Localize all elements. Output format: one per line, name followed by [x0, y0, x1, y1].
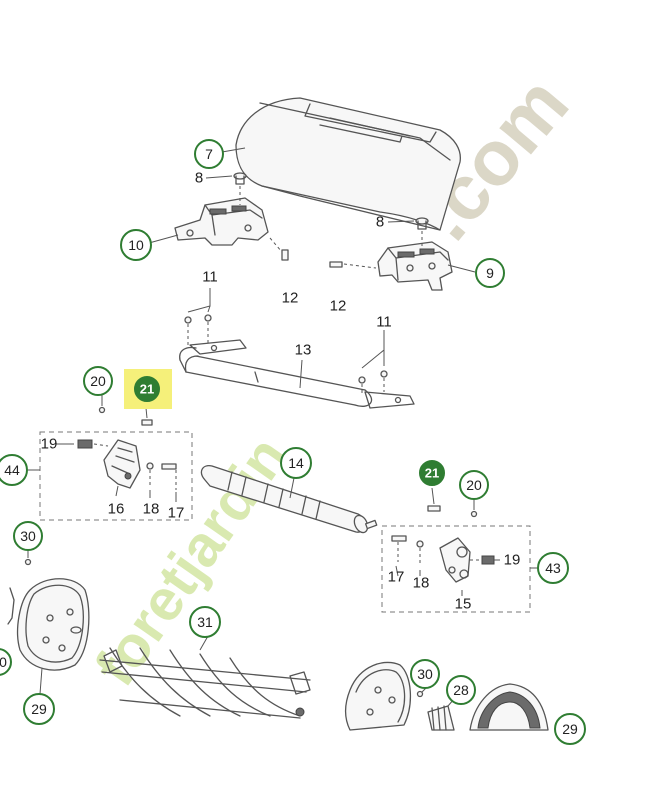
- part-bolt-17b: [391, 535, 407, 562]
- svg-text:10: 10: [128, 237, 144, 253]
- part-bushing-19a: [77, 439, 109, 449]
- part-screw-8b: [415, 217, 429, 248]
- callout-30-left: 30: [13, 521, 43, 551]
- part-nut-30b: [416, 690, 424, 698]
- part-tire-right: [469, 683, 549, 731]
- part-nut-18b: [416, 540, 424, 566]
- svg-text:20: 20: [90, 373, 106, 389]
- part-bracket-10: [174, 197, 269, 246]
- label-11-right: 11: [376, 314, 392, 331]
- part-cover-7: [235, 97, 461, 231]
- svg-text:29: 29: [562, 721, 578, 737]
- part-nut-18a: [146, 462, 154, 488]
- group-box-44: [39, 431, 193, 521]
- part-nut-30a: [24, 558, 32, 566]
- svg-text:29: 29: [31, 701, 47, 717]
- part-gear-28: [427, 705, 455, 731]
- svg-text:43: 43: [545, 560, 561, 576]
- label-8-left: 8: [195, 170, 203, 187]
- callout-9: 9: [475, 258, 505, 288]
- label-11-left: 11: [202, 269, 218, 286]
- label-17-right: 17: [388, 569, 405, 586]
- label-13: 13: [295, 342, 312, 359]
- svg-text:28: 28: [453, 682, 469, 698]
- label-19-left: 19: [41, 436, 58, 453]
- callout-31: 31: [189, 606, 221, 638]
- label-18-left: 18: [143, 501, 160, 518]
- part-bushing-19b: [470, 555, 495, 565]
- svg-text:44: 44: [4, 462, 20, 478]
- callout-14: 14: [280, 447, 312, 479]
- svg-text:21: 21: [140, 382, 154, 397]
- svg-text:30: 30: [20, 528, 36, 544]
- part-pin-12b: [329, 261, 377, 269]
- part-wheel-29: [7, 578, 90, 671]
- svg-text:30: 30: [417, 666, 433, 682]
- callout-44: 44: [0, 454, 28, 486]
- part-pin-12a: [269, 237, 289, 261]
- part-roller-14: [200, 465, 378, 534]
- part-pin-21b: [427, 505, 441, 512]
- svg-text:21: 21: [425, 466, 439, 481]
- callout-0-left-edge: 0: [0, 648, 12, 676]
- part-casting-16: [103, 439, 141, 489]
- part-nut-20a: [98, 406, 106, 414]
- callout-29-right-edge: 29: [554, 713, 586, 745]
- part-casting-15: [439, 537, 471, 583]
- label-17-left: 17: [168, 505, 185, 522]
- part-bracket-9: [377, 241, 453, 291]
- callout-7: 7: [194, 139, 224, 169]
- callout-28: 28: [446, 675, 476, 705]
- svg-text:31: 31: [197, 614, 213, 630]
- callout-21-highlighted: 21: [134, 376, 160, 402]
- label-15: 15: [455, 596, 472, 613]
- label-12-right: 12: [330, 298, 347, 315]
- part-screw-8a: [233, 172, 247, 205]
- part-pin-21a: [141, 419, 153, 426]
- callout-30-right: 30: [410, 659, 440, 689]
- part-bolts-11b: [358, 370, 388, 395]
- label-18-right: 18: [413, 575, 430, 592]
- label-8-right: 8: [376, 214, 384, 231]
- svg-text:20: 20: [466, 477, 482, 493]
- label-12-left: 12: [282, 290, 299, 307]
- label-16: 16: [108, 501, 125, 518]
- callout-43: 43: [537, 552, 569, 584]
- group-box-43: [381, 525, 531, 613]
- part-bolts-11a: [184, 314, 212, 345]
- svg-text:7: 7: [205, 146, 213, 162]
- part-bolt-17a: [161, 463, 177, 490]
- svg-text:0: 0: [0, 654, 7, 670]
- callout-20-left: 20: [83, 366, 113, 396]
- svg-text:14: 14: [288, 455, 304, 471]
- part-bar-13: [179, 339, 415, 409]
- part-reel-31: [99, 647, 311, 719]
- svg-text:9: 9: [486, 265, 494, 281]
- callout-10: 10: [120, 229, 152, 261]
- callout-20-right: 20: [459, 470, 489, 500]
- part-nut-20b: [470, 510, 478, 518]
- callout-21-right: 21: [419, 460, 445, 486]
- part-wheel-right: [344, 661, 412, 731]
- callout-29: 29: [23, 693, 55, 725]
- label-19-right: 19: [504, 552, 521, 569]
